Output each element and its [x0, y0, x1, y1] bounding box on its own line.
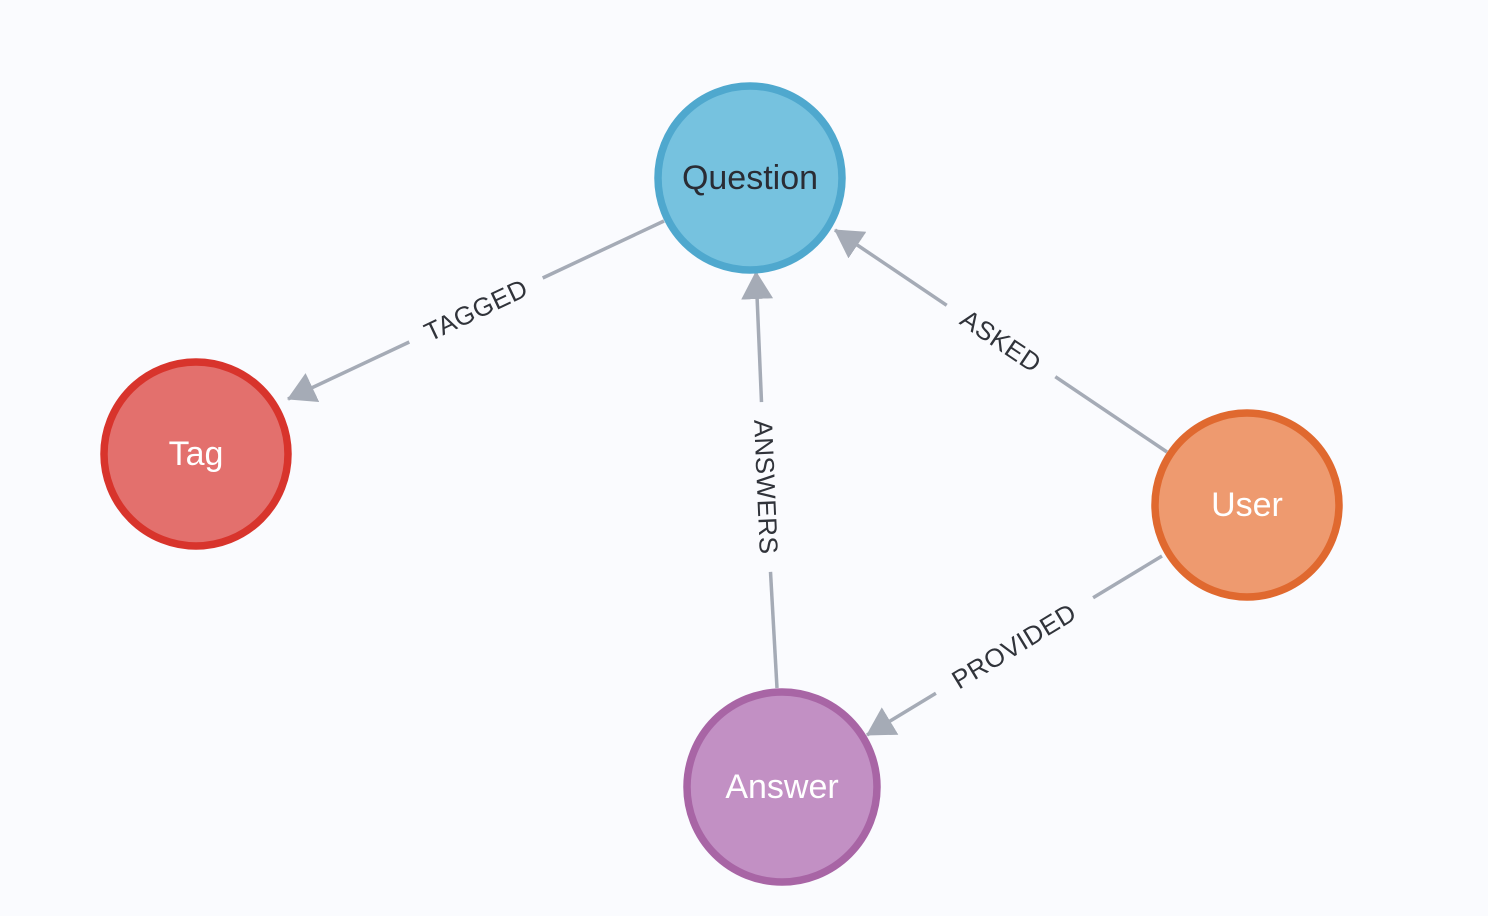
relationship-asked-line	[1054, 375, 1168, 454]
relationship-asked[interactable]: ASKED	[834, 228, 1168, 454]
relationship-answers[interactable]: ANSWERS	[741, 271, 784, 689]
relationship-provided-label: PROVIDED	[946, 597, 1081, 695]
node-tag-circle	[100, 358, 292, 550]
relationship-tagged-line	[287, 340, 411, 402]
relationship-tagged[interactable]: TAGGED	[287, 219, 665, 402]
node-tag[interactable]: Tag	[100, 358, 292, 550]
relationship-answers-line	[741, 271, 774, 403]
relationship-provided-line	[1092, 554, 1163, 600]
relationship-provided[interactable]: PROVIDED	[866, 554, 1163, 737]
node-answer[interactable]: Answer	[683, 688, 881, 886]
node-user-circle	[1151, 409, 1343, 601]
node-question-circle	[654, 82, 846, 274]
relationship-answers-line	[768, 571, 779, 689]
relationship-provided-line	[866, 691, 937, 737]
relationship-asked-line	[834, 228, 948, 307]
node-user[interactable]: User	[1151, 409, 1343, 601]
node-answer-circle	[683, 688, 881, 886]
relationship-tagged-label: TAGGED	[419, 273, 532, 347]
relationship-asked-label: ASKED	[955, 303, 1047, 378]
relationship-answers-label: ANSWERS	[748, 419, 784, 555]
node-question[interactable]: Question	[654, 82, 846, 274]
relationship-tagged-line	[541, 219, 665, 280]
